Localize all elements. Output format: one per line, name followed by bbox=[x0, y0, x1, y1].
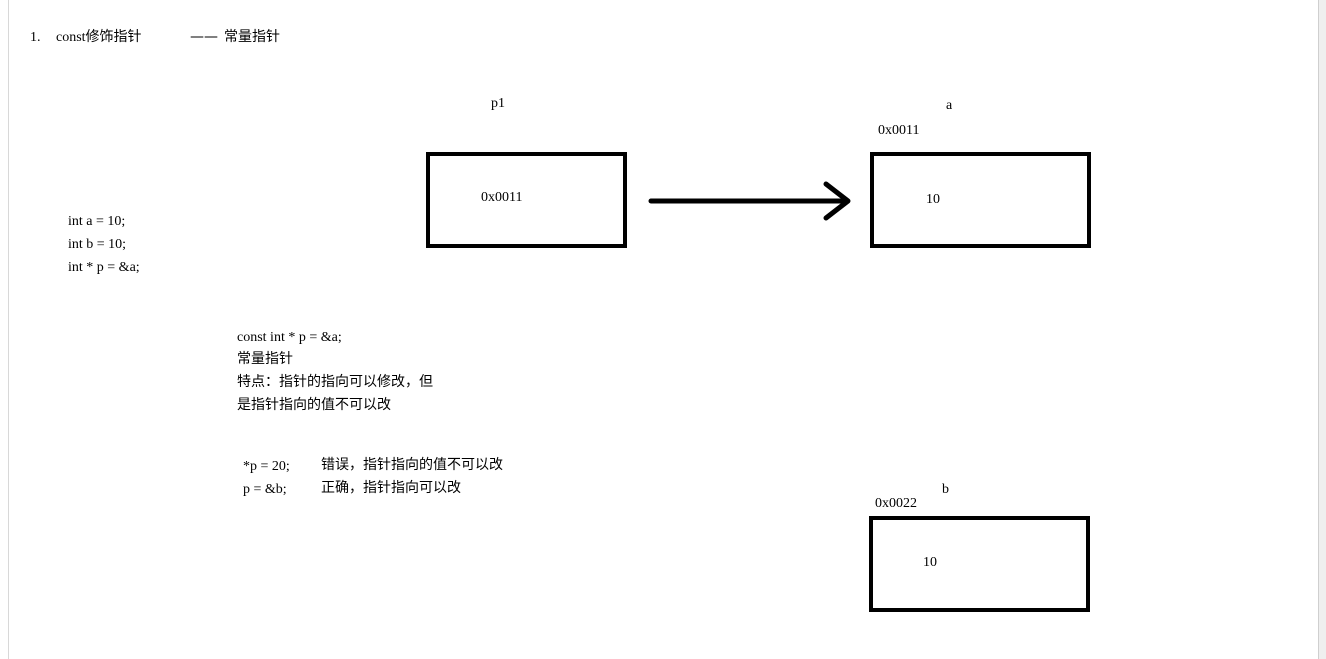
code-line-int-p: int * p = &a; bbox=[68, 260, 140, 275]
box-p1 bbox=[426, 152, 627, 248]
code-line-int-b: int b = 10; bbox=[68, 237, 127, 252]
arrow-head bbox=[823, 181, 851, 221]
heading-subtitle: 常量指针 bbox=[224, 29, 280, 45]
example-reassign-note: 正确，指针指向可以改 bbox=[321, 480, 461, 496]
code-line-int-a: int a = 10; bbox=[68, 214, 126, 229]
scrollbar[interactable] bbox=[1318, 0, 1326, 659]
box-a bbox=[870, 152, 1091, 248]
box-b-value: 10 bbox=[923, 555, 937, 570]
example-deref-code: *p = 20; bbox=[243, 459, 290, 474]
box-b bbox=[869, 516, 1090, 612]
feature-line-1: 特点：指针的指向可以修改，但 bbox=[237, 374, 433, 390]
box-p1-value: 0x0011 bbox=[481, 190, 523, 205]
left-edge bbox=[8, 0, 9, 659]
pointer-arrow bbox=[648, 181, 851, 221]
box-p1-label: p1 bbox=[491, 96, 505, 111]
box-a-value: 10 bbox=[926, 192, 940, 207]
box-a-address: 0x0011 bbox=[878, 123, 920, 138]
feature-line-2: 是指针指向的值不可以改 bbox=[237, 397, 391, 413]
const-pointer-name: 常量指针 bbox=[237, 351, 293, 367]
box-b-label: b bbox=[942, 482, 949, 497]
box-a-label: a bbox=[946, 98, 953, 113]
const-pointer-code: const int * p = &a; bbox=[237, 330, 342, 345]
heading-title: const修饰指针 bbox=[56, 30, 142, 45]
example-deref-note: 错误，指针指向的值不可以改 bbox=[321, 457, 503, 473]
heading-dash: —— bbox=[190, 29, 218, 45]
heading-number: 1. bbox=[30, 30, 41, 45]
example-reassign-code: p = &b; bbox=[243, 482, 287, 497]
box-b-address: 0x0022 bbox=[875, 496, 917, 511]
